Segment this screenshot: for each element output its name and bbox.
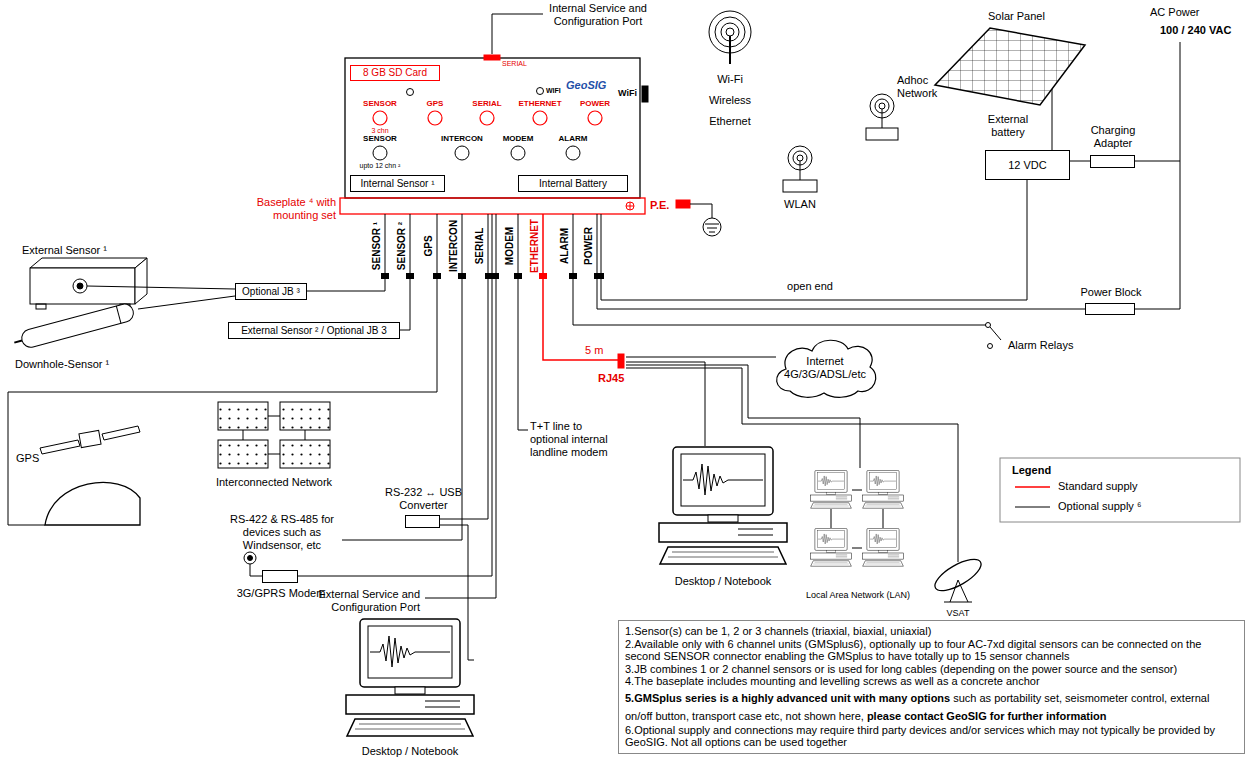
legend-text: Standard supply xyxy=(1058,480,1138,493)
connector-label: SENSOR xyxy=(363,134,397,143)
cable-label: POWER xyxy=(583,227,594,265)
note-text: 4.The baseplate includes mounting and le… xyxy=(625,675,1238,688)
connector-label: RJ45 xyxy=(598,372,624,385)
device-label: External Sensor ¹ xyxy=(22,244,107,257)
wifi-label: WiFi xyxy=(618,88,637,99)
node-text: 3G/GPRS Modem xyxy=(223,587,339,600)
sd-card-box: 8 GB SD Card xyxy=(350,65,440,81)
node-text: 8 GB SD Card xyxy=(363,67,427,79)
instrument-housing: GeoSIG 8 GB SD CardInternal Sensor ¹ Inter… xyxy=(340,58,645,214)
cable-label: ETHERNET xyxy=(529,219,540,273)
node-text: Power Block xyxy=(1076,286,1146,299)
external-sensor-box: External Sensor ² / Optional JB 3 xyxy=(228,322,400,339)
battery-box: External battery12 VDC xyxy=(985,150,1070,180)
device-label: Alarm Relays xyxy=(1008,339,1073,352)
cable-label: SENSOR ² xyxy=(396,222,407,270)
connector-label: MODEM xyxy=(503,134,534,143)
notes-box: 1.Sensor(s) can be 1, 2 or 3 channels (t… xyxy=(618,620,1245,754)
device-label: Local Area Network (LAN) xyxy=(806,590,910,601)
connector-label: ETHERNET xyxy=(518,99,561,108)
modem-box: 3G/GPRS Modem xyxy=(262,570,298,583)
connector-label: INTERCON xyxy=(441,134,483,143)
device-label: Ethernet xyxy=(709,115,751,128)
device-label: Interconnected Network xyxy=(216,476,332,489)
node-text: RS-232 ↔ USB Converter xyxy=(376,486,471,512)
internet-cloud: Internet 4G/3G/ADSL/etc xyxy=(770,335,880,400)
internal-sensor-box: Internal Sensor ¹ xyxy=(350,175,445,192)
connector-label: POWER xyxy=(580,99,610,108)
node-text: Internal Battery xyxy=(539,178,607,190)
legend-title: Legend xyxy=(1012,464,1051,477)
callout-label: Internal Service and Configuration Port xyxy=(533,2,663,28)
node-text: Charging Adapter xyxy=(1083,124,1143,150)
power-block-box: Power Block xyxy=(1085,303,1135,315)
connector-note: upto 12 chn ² xyxy=(360,162,401,170)
node-text: Optional JB ³ xyxy=(242,286,300,298)
node-text: Internet 4G/3G/ADSL/etc xyxy=(782,355,868,381)
cable-connector xyxy=(1070,161,1090,162)
note-text: 5.GMSplus series is a highly advanced un… xyxy=(625,692,950,704)
note-text: 2.Available only with 6 channel units (G… xyxy=(625,638,1238,663)
device-label: Wireless xyxy=(709,94,751,107)
cable-connector xyxy=(440,214,488,519)
charging-adapter-box: Charging Adapter xyxy=(1090,155,1135,168)
cable-label: SENSOR ¹ xyxy=(371,222,382,270)
cable-connector xyxy=(307,214,385,291)
power-label: 100 / 240 VAC xyxy=(1160,24,1231,37)
port-label: External Service and Configuration Port xyxy=(310,588,420,614)
cable-label: INTERCON xyxy=(448,220,459,272)
device-label: VSAT xyxy=(947,608,970,619)
internal-battery-box: Internal Battery xyxy=(518,175,628,192)
led-label: WIFI xyxy=(546,87,561,95)
legend-text: Optional supply ⁶ xyxy=(1058,500,1141,513)
note-text: please contact GeoSIG for further inform… xyxy=(867,710,1107,722)
cable-connector xyxy=(601,180,1027,300)
node-text: External Sensor ² / Optional JB 3 xyxy=(241,325,387,337)
edge-label: open end xyxy=(785,280,835,293)
device-label: Desktop / Notebook xyxy=(675,575,772,588)
note-text: 6.Optional supply and connections may re… xyxy=(625,724,1238,749)
converter-box: RS-232 ↔ USB Converter xyxy=(405,515,440,528)
device-label: WLAN xyxy=(784,198,816,211)
baseplate-label: Baseplate ⁴ with mounting set xyxy=(246,196,336,222)
node-text: 12 VDC xyxy=(1008,159,1047,172)
connector-label: SENSOR xyxy=(363,99,397,108)
device-label: Downhole-Sensor ¹ xyxy=(15,358,109,371)
connector-label: GPS xyxy=(427,99,444,108)
device-label: Wi-Fi xyxy=(717,73,743,86)
cable-label: SERIAL xyxy=(474,228,485,265)
node-text: GeoSIG xyxy=(566,79,606,92)
device-label: Desktop / Notebook xyxy=(362,745,459,758)
ground-label: P.E. xyxy=(650,199,669,212)
note-label: RS-422 & RS-485 for devices such as Wind… xyxy=(226,513,338,552)
cable-connector xyxy=(597,214,1085,309)
device-label: Adhoc Network xyxy=(897,74,947,100)
node-text: External battery xyxy=(978,113,1038,139)
connector-note: 3 chn xyxy=(371,127,388,135)
cable-length: 5 m xyxy=(585,344,603,357)
node-text: Internal Sensor ¹ xyxy=(361,178,435,190)
note-label: T+T line to optional internal landline m… xyxy=(530,420,620,459)
port-label: SERIAL xyxy=(502,60,527,68)
junction-box: Optional JB ³ xyxy=(235,283,307,300)
cable-label: MODEM xyxy=(504,227,515,265)
connector-label: ALARM xyxy=(559,134,588,143)
device-label: GPS xyxy=(16,452,39,465)
cable-label: ALARM xyxy=(559,228,570,264)
device-label: Solar Panel xyxy=(988,10,1045,23)
note-text: 1.Sensor(s) can be 1, 2 or 3 channels (t… xyxy=(625,625,1238,638)
cable-label: GPS xyxy=(423,235,434,256)
connector-label: SERIAL xyxy=(472,99,501,108)
note-text: 3.JB combines 1 or 2 channel sensors or … xyxy=(625,663,1238,676)
power-label: AC Power xyxy=(1150,6,1200,19)
